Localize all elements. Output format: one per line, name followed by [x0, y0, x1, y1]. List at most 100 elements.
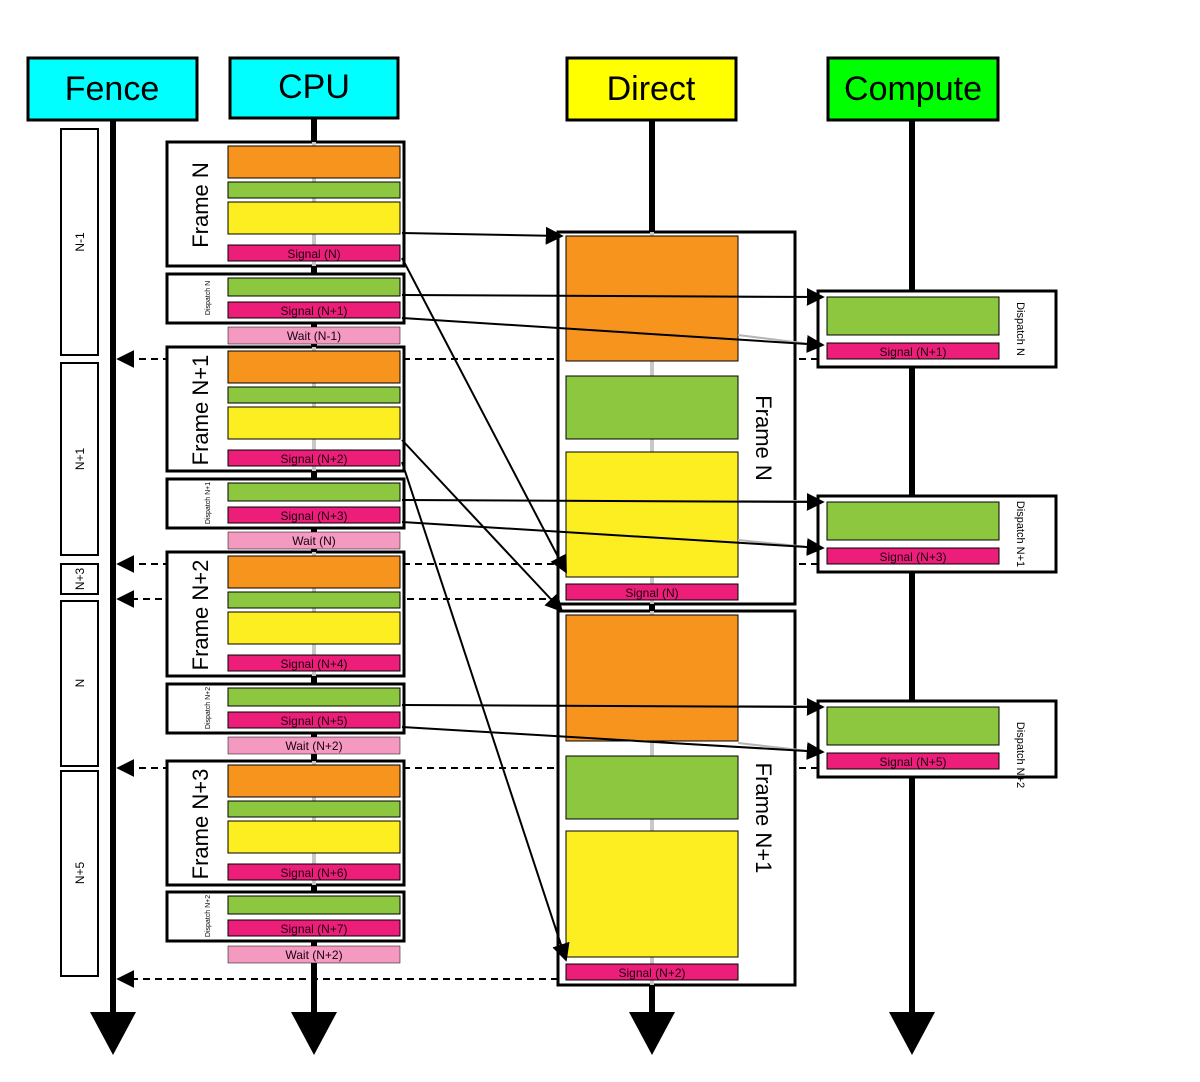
- cpu-header: CPU: [228, 56, 400, 120]
- cpu-dispatch: Dispatch N Signal (N+1): [165, 272, 406, 325]
- signal-block: [826, 752, 1000, 770]
- column-headers: Fence CPU Direct Compute: [26, 56, 1000, 122]
- signal-block: [227, 506, 401, 524]
- cpu-wait: Wait (N+2): [227, 736, 401, 755]
- compute-work-block: [227, 687, 401, 707]
- fence-blocks: N-1 N+1 N+3 N N+5: [60, 128, 99, 977]
- submit-arrow: [401, 226, 564, 245]
- signal-label: Signal (N+1): [879, 345, 946, 359]
- compute-dispatch: Signal (N+1) Dispatch N: [816, 289, 1058, 369]
- present-work-block: [565, 830, 739, 958]
- submit-arrow: [401, 439, 564, 613]
- signal-label: Signal (N+5): [879, 755, 946, 769]
- graphics-work-block: [227, 555, 401, 589]
- compute-dispatch-label: Dispatch N+2: [1014, 722, 1026, 788]
- cpu-frame: Frame N+2 Signal (N+4): [165, 550, 406, 678]
- present-work-block: [227, 820, 401, 854]
- compute-work-block: [227, 482, 401, 502]
- wait-block: [227, 531, 401, 550]
- cpu-frame-label: Frame N: [188, 162, 213, 248]
- cpu-frame: Frame N+1 Signal (N+2): [165, 345, 406, 473]
- signal-block: [227, 654, 401, 672]
- signal-block: [227, 919, 401, 937]
- signal-label: Signal (N+3): [280, 509, 347, 523]
- fence-block-label: N+1: [73, 448, 87, 471]
- wait-block: [227, 326, 401, 345]
- signal-block: [565, 583, 739, 601]
- signal-label: Signal (N+2): [280, 452, 347, 466]
- fence-block-label: N: [73, 679, 87, 688]
- signal-block: [565, 963, 739, 981]
- compute-dispatch: Signal (N+3) Dispatch N+1: [816, 494, 1058, 574]
- signal-label: Signal (N+4): [280, 657, 347, 671]
- cpu-frame: Frame N Signal (N): [165, 140, 406, 268]
- graphics-work-block: [565, 614, 739, 742]
- direct-frame-label: Frame N+1: [751, 763, 776, 874]
- fence-axis-arrow-icon: [90, 1012, 136, 1055]
- direct-frame-label: Frame N: [751, 395, 776, 481]
- submit-arrow: [401, 257, 567, 574]
- compute-work-block: [227, 386, 401, 404]
- direct-frame: Signal (N+2) Frame N+1: [556, 609, 797, 987]
- submit-arrow: [401, 317, 825, 353]
- signal-block: [227, 449, 401, 467]
- compute-dispatches: Signal (N+1) Dispatch N Signal (N+3) Dis…: [816, 289, 1058, 788]
- cpu-dispatch-label: Dispatch N+2: [205, 895, 212, 937]
- compute-work-block: [826, 706, 1000, 746]
- fence-block: N: [60, 600, 99, 767]
- cpu-frame-label: Frame N+1: [188, 355, 213, 466]
- direct-header: Direct: [565, 56, 738, 122]
- fence-block: N+3: [60, 563, 99, 595]
- signal-block: [227, 244, 401, 262]
- signal-label: Signal (N+6): [280, 866, 347, 880]
- signal-label: Signal (N+5): [280, 714, 347, 728]
- graphics-work-block: [565, 235, 739, 362]
- signal-label: Signal (N+1): [280, 304, 347, 318]
- wait-label: Wait (N): [292, 534, 336, 548]
- compute-header: Compute: [826, 56, 1000, 122]
- graphics-work-block: [227, 764, 401, 798]
- fence-block-label: N+3: [73, 568, 87, 591]
- signal-block: [826, 547, 1000, 565]
- direct-frames: Signal (N) Frame N Signal (N+2) Frame N+…: [556, 230, 797, 987]
- signal-block: [826, 342, 1000, 360]
- fence-block-label: N-1: [73, 232, 87, 252]
- submit-arrow: [401, 492, 825, 511]
- present-work-block: [565, 451, 739, 578]
- cpu-dispatch-label: Dispatch N+1: [205, 482, 212, 524]
- submit-arrow: [401, 726, 825, 761]
- fence-header: Fence: [26, 56, 199, 122]
- cpu-wait: Wait (N): [227, 531, 401, 550]
- compute-dispatch-label: Dispatch N: [1014, 302, 1026, 356]
- cpu-frames: Frame N Signal (N) Dispatch N Signal (N+…: [165, 140, 406, 964]
- signal-label: Signal (N+3): [879, 550, 946, 564]
- compute-work-block: [565, 375, 739, 440]
- compute-work-block: [565, 755, 739, 820]
- wait-label: Wait (N+2): [285, 739, 342, 753]
- present-work-block: [227, 201, 401, 235]
- compute-work-block: [227, 800, 401, 818]
- submit-arrow: [401, 521, 825, 556]
- fence-header-label: Fence: [65, 70, 160, 108]
- submit-arrow: [401, 287, 825, 306]
- compute-work-block: [227, 181, 401, 199]
- present-work-block: [227, 406, 401, 440]
- cpu-wait: Wait (N-1): [227, 326, 401, 345]
- cpu-dispatch: Dispatch N+2 Signal (N+5): [165, 682, 406, 735]
- cpu-dispatch-label: Dispatch N: [205, 281, 212, 315]
- fence-block: N-1: [60, 128, 99, 356]
- cpu-frame-label: Frame N+3: [188, 769, 213, 880]
- signal-block: [227, 711, 401, 729]
- wait-label: Wait (N+2): [285, 948, 342, 962]
- signal-label: Signal (N+7): [280, 922, 347, 936]
- signal-block: [227, 863, 401, 881]
- cpu-wait: Wait (N+2): [227, 945, 401, 964]
- cpu-frame: Frame N+3 Signal (N+6): [165, 759, 406, 887]
- cpu-header-label: CPU: [278, 68, 350, 106]
- direct-frame: Signal (N) Frame N: [556, 230, 797, 606]
- cpu-frame-label: Frame N+2: [188, 560, 213, 671]
- signal-block: [227, 301, 401, 319]
- graphics-work-block: [227, 350, 401, 384]
- present-work-block: [227, 611, 401, 645]
- cpu-dispatch: Dispatch N+2 Signal (N+7): [165, 890, 406, 943]
